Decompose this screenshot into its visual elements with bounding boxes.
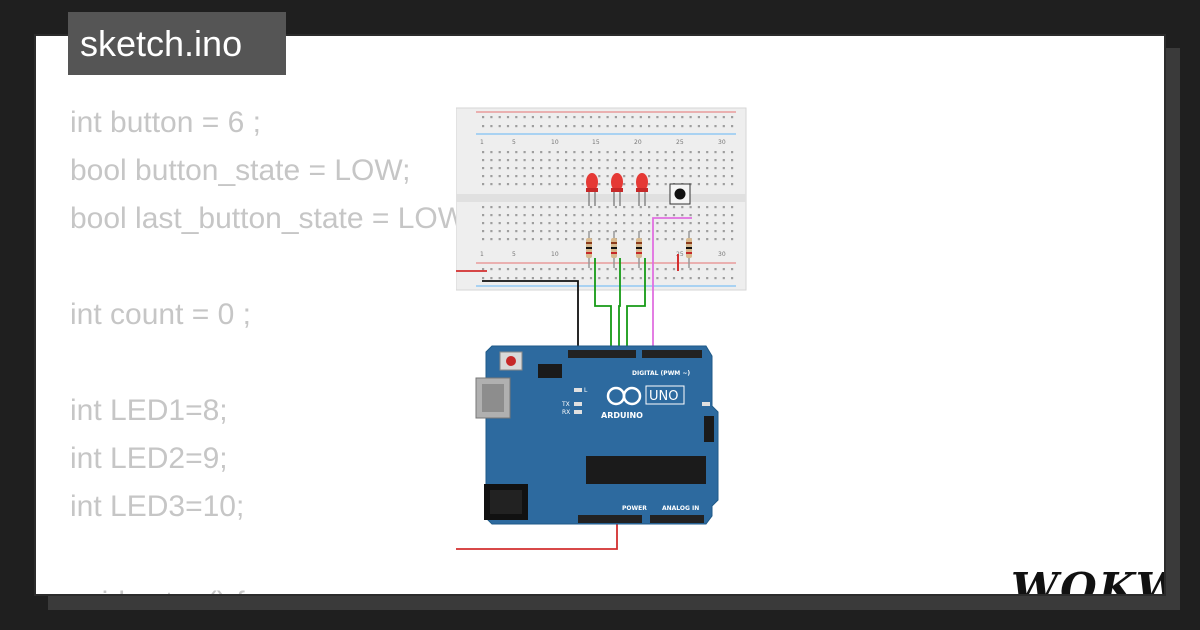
resistor-2[interactable] xyxy=(611,231,617,268)
tx-label: TX xyxy=(561,401,570,408)
rx-label: RX xyxy=(562,409,570,416)
bb-col-label: 30 xyxy=(718,139,726,146)
wire-green-1[interactable] xyxy=(594,258,612,349)
led-2[interactable] xyxy=(611,173,623,206)
code-line: bool last_button_state = LOW; xyxy=(70,202,474,235)
bb-col-label: 20 xyxy=(634,139,642,146)
resistor-4[interactable] xyxy=(686,231,692,268)
pushbutton[interactable] xyxy=(669,183,691,205)
code-line: void setup() { xyxy=(70,586,245,594)
bb-col-label: 1 xyxy=(480,251,484,258)
resistor-1[interactable] xyxy=(586,231,592,268)
code-line: bool button_state = LOW; xyxy=(70,154,411,187)
code-line: int LED1=8; xyxy=(70,394,228,427)
code-line: int LED2=9; xyxy=(70,442,228,475)
arduino-logo-icon xyxy=(606,386,642,406)
wire-red[interactable] xyxy=(456,270,618,550)
led-1[interactable] xyxy=(586,173,598,206)
preview-card: int button = 6 ; bool button_state = LOW… xyxy=(34,34,1166,596)
filename-tab: sketch.ino xyxy=(68,12,286,75)
resistor-3[interactable] xyxy=(636,231,642,268)
code-line: int count = 0 ; xyxy=(70,298,251,331)
wokwi-logo: WOKWi xyxy=(1011,564,1164,596)
bb-col-label: 5 xyxy=(512,139,516,146)
analog-label: ANALOG IN xyxy=(662,505,699,512)
bb-col-label: 10 xyxy=(551,139,559,146)
bb-col-label: 30 xyxy=(718,251,726,258)
circuit-diagram: 1 5 10 15 20 25 30 1 5 10 25 30 xyxy=(456,107,747,550)
arduino-model-text: UNO xyxy=(649,389,678,404)
wire-green-2[interactable] xyxy=(618,258,621,349)
bb-col-label: 1 xyxy=(480,139,484,146)
l-label: L xyxy=(584,387,588,394)
power-label: POWER xyxy=(622,505,647,512)
digital-label: DIGITAL (PWM ~) xyxy=(632,370,690,377)
bb-col-label: 25 xyxy=(676,251,684,258)
on-label: ON xyxy=(718,401,727,408)
bb-col-label: 25 xyxy=(676,139,684,146)
arduino-uno[interactable]: ARDUINO UNO DIGITAL (PWM ~) L TX RX ON P… xyxy=(475,345,727,525)
wire-green-3[interactable] xyxy=(626,258,646,349)
arduino-brand-text: ARDUINO xyxy=(601,411,643,420)
code-line: int button = 6 ; xyxy=(70,106,261,139)
wire-pink[interactable] xyxy=(652,217,692,349)
bb-col-label: 15 xyxy=(592,139,600,146)
code-line: int LED3=10; xyxy=(70,490,245,523)
bb-col-label: 5 xyxy=(512,251,516,258)
breadboard[interactable]: 1 5 10 15 20 25 30 1 5 10 25 30 xyxy=(456,107,747,291)
wire-black[interactable] xyxy=(482,280,579,349)
led-3[interactable] xyxy=(636,173,648,206)
code-preview: int button = 6 ; bool button_state = LOW… xyxy=(70,36,510,594)
bb-col-label: 10 xyxy=(551,251,559,258)
